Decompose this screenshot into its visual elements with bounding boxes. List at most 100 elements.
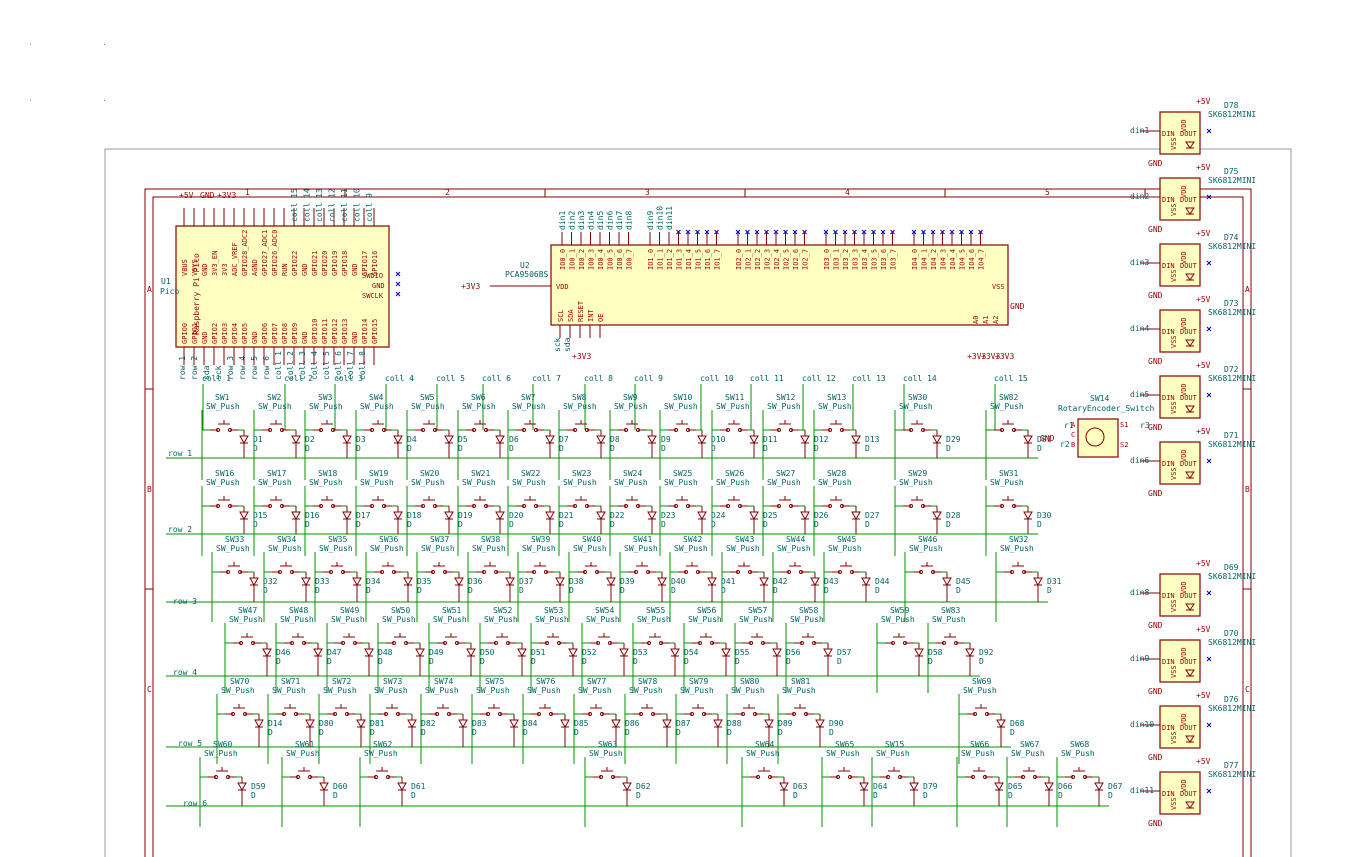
diode-value: D — [829, 728, 834, 737]
switch-value: SW_Push — [360, 478, 394, 487]
led-value: SK6812MINI — [1208, 308, 1256, 317]
switch-value: SW_Push — [216, 544, 250, 553]
u2-io-net-label: din3 — [577, 211, 586, 230]
switch-contact — [447, 712, 451, 716]
diode-symbol — [611, 714, 621, 747]
u1-bottom-pin-name: GPIO4 — [231, 323, 239, 344]
u2-io-pin-name: IO1_3 — [676, 249, 684, 270]
switch-contact — [850, 570, 854, 574]
diode-ref: D88 — [727, 719, 742, 728]
diode-value: D — [633, 657, 638, 666]
switch-ref: SW42 — [683, 535, 702, 544]
u2-pin-a2: A2 — [992, 316, 1000, 324]
led-noconnect-mark — [1206, 194, 1212, 200]
switch-ref: SW27 — [776, 469, 795, 478]
u2-noconnect-mark — [745, 229, 750, 235]
diode-symbol — [313, 643, 323, 676]
diode-symbol — [965, 643, 975, 676]
switch-contact — [749, 641, 753, 645]
led-pin-din: DIN — [1162, 130, 1175, 138]
diode-ref: D26 — [814, 511, 829, 520]
diode-symbol — [914, 643, 924, 676]
diode-value: D — [315, 586, 320, 595]
u1-pin-gnd-right: GND — [372, 282, 385, 290]
diode-symbol — [647, 506, 657, 534]
led-din-net: din6 — [1130, 456, 1149, 465]
diode-value: D — [519, 586, 524, 595]
column-net-label: coll 8 — [584, 374, 613, 383]
diode-ref: D9 — [661, 435, 671, 444]
u1-top-net-label: coll 11 — [340, 188, 349, 222]
led-diode-icon — [1185, 273, 1195, 281]
diode-value: D — [684, 657, 689, 666]
switch-symbol — [437, 633, 465, 644]
led-value: SK6812MINI — [1208, 770, 1256, 779]
switch-contact — [484, 428, 488, 432]
u2-noconnect-mark — [949, 229, 955, 235]
diode-ref: D68 — [1010, 719, 1025, 728]
switch-symbol — [668, 420, 696, 431]
u2-io-net-label: din11 — [665, 206, 674, 230]
switch-symbol — [378, 704, 406, 715]
diode-symbol — [237, 777, 247, 806]
switch-contact — [370, 428, 374, 432]
u2-io-pin-name: IO2_5 — [783, 249, 791, 270]
diode-value: D — [763, 520, 768, 529]
u1-bottom-net-label: sck — [214, 365, 223, 380]
u2-io-pin-name: IO1_6 — [704, 249, 712, 270]
switch-contact — [812, 641, 816, 645]
u2-io-net-label: din5 — [596, 211, 605, 230]
u2-bottom-pin-name: SCL — [557, 309, 565, 322]
switch-contact — [472, 504, 476, 508]
switch-ref: SW61 — [295, 740, 314, 749]
switch-symbol — [323, 562, 351, 573]
switch-ref: SW33 — [225, 535, 244, 544]
led-gnd-net: GND — [1148, 489, 1163, 498]
switch-symbol — [327, 704, 355, 715]
switch-symbol — [488, 633, 516, 644]
led-pin-dout: DOUT — [1180, 196, 1198, 204]
switch-value: SW_Push — [782, 686, 816, 695]
switch-ref: SW64 — [755, 740, 774, 749]
led-gnd-net: GND — [1148, 753, 1163, 762]
switch-ref: SW23 — [572, 469, 591, 478]
switch-symbol — [582, 704, 610, 715]
diode-value: D — [1037, 520, 1042, 529]
switch-value: SW_Push — [1061, 749, 1095, 758]
switch-contact — [674, 428, 678, 432]
u1-top-pin-name: GPIO20 — [321, 251, 329, 276]
switch-value: SW_Push — [629, 686, 663, 695]
switch-contact — [534, 428, 538, 432]
switch-contact — [404, 641, 408, 645]
led-noconnect-mark — [1206, 788, 1212, 794]
u2-net-sda: sda — [563, 337, 572, 352]
switch-contact — [228, 428, 232, 432]
diode-symbol — [779, 777, 789, 806]
diode-ref: D19 — [458, 511, 473, 520]
switch-contact — [599, 775, 603, 779]
switch-contact — [290, 570, 294, 574]
switch-ref: SW9 — [623, 393, 638, 402]
diode-ref: D3 — [356, 435, 366, 444]
u2-noconnect-mark — [735, 229, 741, 235]
diode-ref: D83 — [472, 719, 487, 728]
u1-body-label: Raspberry Pi Pico — [192, 253, 201, 335]
u2-io-pin-name: IO2_6 — [792, 249, 800, 270]
diode-symbol — [407, 714, 417, 747]
switch-ref: SW21 — [471, 469, 490, 478]
switch-symbol — [936, 633, 964, 644]
diode-ref: D90 — [829, 719, 844, 728]
u1-top-net-label: coll 14 — [303, 188, 312, 222]
switch-contact — [903, 641, 907, 645]
u2-io-pin-name: IO4_5 — [959, 249, 967, 270]
switch-value: SW_Push — [206, 402, 240, 411]
